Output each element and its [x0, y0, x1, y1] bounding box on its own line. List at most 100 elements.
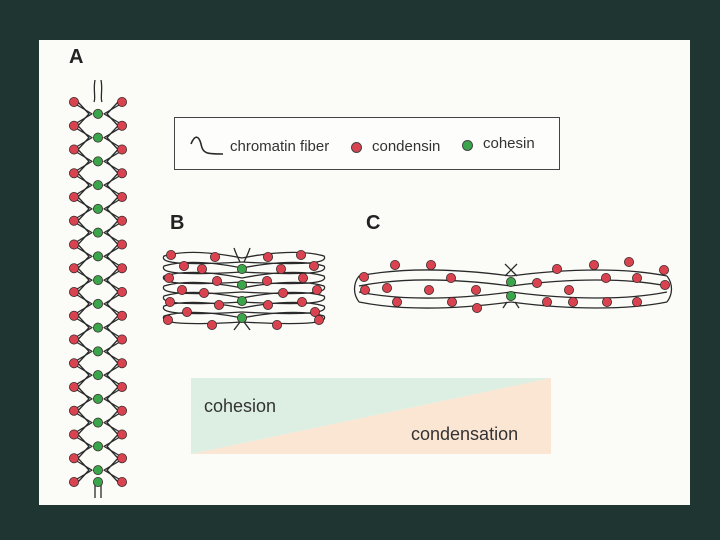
chromatin-fiber	[358, 269, 512, 277]
legend-fiber-label: chromatin fiber	[230, 138, 330, 155]
condensin-dot	[68, 120, 79, 131]
cohesin-dot	[93, 417, 104, 428]
chromatin-fiber	[106, 101, 119, 483]
condensin-dot	[198, 287, 209, 298]
legend-condensin-label: condensin	[372, 138, 441, 155]
cohesion-condensation-gradient	[191, 378, 551, 454]
condensin-dot	[196, 263, 207, 274]
cohesin-dot	[505, 276, 516, 287]
condensin-dot	[68, 453, 79, 464]
condensin-dot	[68, 97, 79, 108]
condensin-dot	[358, 271, 369, 282]
condensin-dot	[117, 358, 128, 369]
slide: A B C chromatin fiber condensin cohesin …	[39, 40, 690, 505]
condensin-dot	[68, 239, 79, 250]
condensin-dot	[209, 251, 220, 262]
condensin-dot	[176, 284, 187, 295]
chromatin-fiber	[358, 291, 512, 299]
condensin-dot	[68, 381, 79, 392]
condensin-dot	[295, 249, 306, 260]
condensin-dot	[68, 429, 79, 440]
condensin-dot	[568, 296, 579, 307]
cohesin-dot	[236, 312, 247, 323]
chromatin-fiber	[162, 271, 243, 285]
condensin-dot	[277, 287, 288, 298]
condensin-dot	[564, 284, 575, 295]
condensin-dot	[624, 256, 635, 267]
condensin-dot	[423, 284, 434, 295]
condensin-dot	[117, 215, 128, 226]
cohesion-label: cohesion	[204, 396, 277, 416]
chromatin-fiber	[504, 263, 518, 277]
chromatin-fiber	[358, 279, 512, 287]
condensin-dot	[425, 259, 436, 270]
cohesin-dot	[93, 156, 104, 167]
chromatin-fiber-icon	[190, 136, 224, 155]
condensin-dot	[313, 314, 324, 325]
chromatin-fiber	[510, 269, 668, 277]
cohesin-dot	[236, 295, 247, 306]
chromatin-fiber	[77, 101, 90, 483]
condensin-dot	[389, 259, 400, 270]
chromatin-fiber	[93, 79, 96, 103]
chromatin-fiber	[510, 279, 668, 287]
cohesin-dot	[93, 476, 104, 487]
condensin-dot	[181, 306, 192, 317]
condensin-dot	[296, 296, 307, 307]
legend-cohesin-label: cohesin	[483, 135, 535, 152]
condensin-dot	[206, 319, 217, 330]
cohesin-dot	[93, 180, 104, 191]
chromosome-diagram-canvas	[68, 79, 673, 498]
condensin-dot	[297, 272, 308, 283]
condensin-dot	[68, 405, 79, 416]
condensin-dot	[68, 286, 79, 297]
condensin-dot	[117, 453, 128, 464]
condensin-dot	[659, 264, 670, 275]
chromatin-fiber	[353, 275, 360, 303]
cohesin-dot	[93, 346, 104, 357]
condensation-label: condensation	[411, 424, 519, 444]
condensin-dot	[589, 259, 600, 270]
condensin-dot	[391, 296, 402, 307]
condensin-dot	[68, 476, 79, 487]
condensin-dot	[308, 260, 319, 271]
condensin-dot	[68, 215, 79, 226]
condensin-dot	[309, 306, 320, 317]
condensin-dot	[117, 263, 128, 274]
chromatin-fiber	[241, 311, 326, 325]
condensin-legend-icon	[351, 142, 362, 153]
cohesion-triangle	[191, 378, 551, 454]
panel-label-c: C	[366, 212, 381, 234]
chromatin-fiber	[241, 271, 326, 285]
chromatin-fiber	[243, 321, 251, 331]
cohesin-dot	[236, 263, 247, 274]
condensin-dot	[68, 168, 79, 179]
chromatin-fiber	[666, 275, 673, 303]
condensin-dot	[68, 310, 79, 321]
cohesin-dot	[93, 132, 104, 143]
cohesin-dot	[93, 393, 104, 404]
condensin-dot	[632, 272, 643, 283]
condensin-dot	[68, 191, 79, 202]
chromatin-fiber	[100, 79, 103, 103]
panel-c-chromosome	[353, 256, 673, 313]
chromatin-fiber	[243, 247, 251, 263]
condensin-dot	[275, 263, 286, 274]
condensin-dot	[552, 263, 563, 274]
condensin-dot	[660, 279, 671, 290]
condensin-dot	[261, 275, 272, 286]
chromatin-fiber	[510, 291, 668, 299]
cohesin-dot	[93, 298, 104, 309]
condensin-dot	[68, 263, 79, 274]
condensin-dot	[117, 168, 128, 179]
cohesin-dot	[93, 275, 104, 286]
chromatin-fiber	[233, 247, 241, 263]
condensin-dot	[381, 282, 392, 293]
panel-a-chromosome	[68, 79, 128, 498]
cohesin-dot	[93, 370, 104, 381]
cohesin-dot	[505, 290, 516, 301]
condensin-dot	[164, 272, 175, 283]
condensin-dot	[117, 144, 128, 155]
condensin-dot	[471, 302, 482, 313]
condensin-dot	[178, 260, 189, 271]
